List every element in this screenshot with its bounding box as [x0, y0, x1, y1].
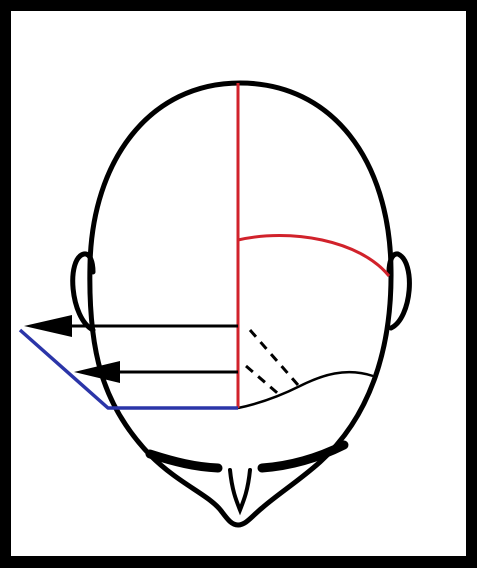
- dashed-line-upper: [250, 330, 298, 385]
- head-outline: [90, 83, 391, 525]
- crown-section-line: [238, 236, 389, 277]
- upper-arrow: [24, 315, 238, 337]
- elevation-guide: [20, 330, 238, 408]
- right-brow: [262, 445, 344, 468]
- nose-tip: [230, 470, 250, 510]
- dashed-line-lower: [246, 366, 282, 397]
